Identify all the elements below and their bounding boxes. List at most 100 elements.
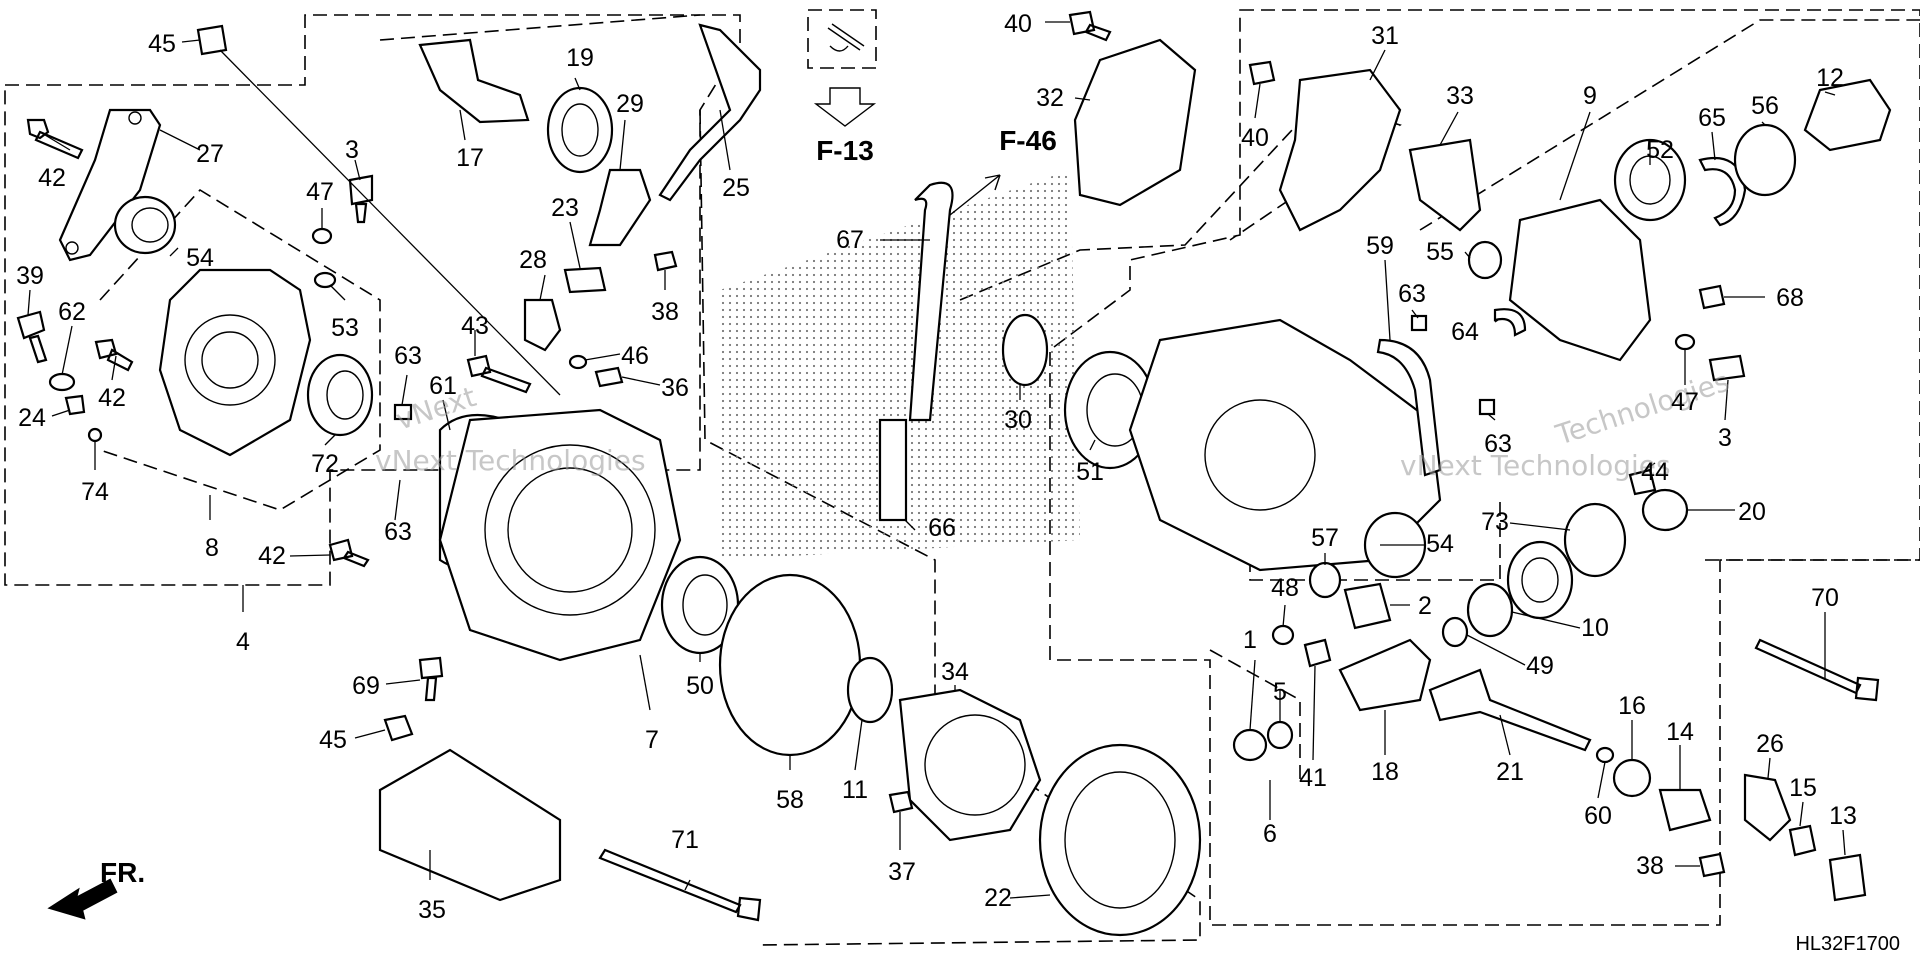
- f46-arrow: [949, 174, 1001, 216]
- spring-23: [563, 266, 607, 294]
- callout-61: 61: [429, 372, 457, 400]
- callout-42: 42: [258, 542, 286, 570]
- callout-13: 13: [1829, 802, 1857, 830]
- ball-74: [87, 427, 103, 443]
- collar-16: [1612, 758, 1652, 798]
- callout-9: 9: [1583, 82, 1597, 110]
- callout-42: 42: [98, 384, 126, 412]
- plate-33: [1408, 138, 1482, 232]
- callout-73: 73: [1481, 508, 1509, 536]
- breather-hose-67: [908, 181, 954, 422]
- spring-14: [1658, 788, 1712, 832]
- callout-52: 52: [1646, 136, 1674, 164]
- drain-bolt-39: [16, 310, 48, 364]
- circlip-64: [1493, 308, 1527, 337]
- gear-73: [1563, 502, 1627, 578]
- outline-right-case-group: [1049, 9, 1920, 926]
- callout-23: 23: [551, 194, 579, 222]
- callout-6: 6: [1263, 820, 1277, 848]
- callout-20: 20: [1738, 498, 1766, 526]
- callout-63: 63: [1398, 280, 1426, 308]
- washer-60: [1595, 746, 1615, 764]
- callout-71: 71: [671, 826, 699, 854]
- callout-36: 36: [661, 374, 689, 402]
- callout-4: 4: [236, 628, 250, 656]
- callout-39: 39: [16, 262, 44, 290]
- callout-72: 72: [311, 450, 339, 478]
- breather-dotted-area: [720, 170, 1080, 560]
- outline-pinion-group: [1209, 649, 1301, 780]
- bolt-42b: [94, 338, 134, 372]
- bolt-68: [1698, 284, 1726, 310]
- callout-38: 38: [1636, 852, 1664, 880]
- hose-joint-66: [878, 418, 908, 522]
- nut-45b: [383, 714, 414, 742]
- callout-47: 47: [306, 178, 334, 206]
- front-label: FR.: [100, 857, 145, 888]
- outline-upper-right-group: [1419, 19, 1920, 231]
- bolt-40a: [1068, 10, 1112, 42]
- callout-43: 43: [461, 312, 489, 340]
- washer-46: [568, 354, 588, 370]
- shift-fork-29: [588, 168, 652, 247]
- callout-47: 47: [1671, 388, 1699, 416]
- callout-53: 53: [331, 314, 359, 342]
- part-44: [1628, 468, 1657, 496]
- oil-seal-30: [1001, 313, 1049, 387]
- dowel-63a: [393, 403, 413, 421]
- washer-62: [48, 372, 76, 392]
- bolt-36: [594, 366, 624, 388]
- shift-rod-25: [658, 23, 762, 202]
- callout-57: 57: [1311, 524, 1339, 552]
- callout-37: 37: [888, 858, 916, 886]
- o-ring-5: [1266, 720, 1294, 750]
- collar-2: [1343, 582, 1392, 630]
- bolt-38b: [1698, 852, 1726, 878]
- callout-10: 10: [1581, 614, 1609, 642]
- callout-58: 58: [776, 786, 804, 814]
- callout-68: 68: [1776, 284, 1804, 312]
- oil-seal-56: [1733, 123, 1797, 197]
- washer-48: [1271, 624, 1295, 646]
- callout-48: 48: [1271, 574, 1299, 602]
- dowel-63d: [1478, 398, 1496, 416]
- callout-labels: 45 42 27 17 19 29 25 3 47 23 38 54 39 62…: [16, 10, 1857, 924]
- clip-detail: [827, 23, 865, 52]
- callout-70: 70: [1811, 584, 1839, 612]
- watermark-1: vNext Technologies: [375, 444, 646, 477]
- bracket-35: [378, 748, 562, 902]
- bolt-37: [888, 790, 914, 814]
- callout-30: 30: [1004, 406, 1032, 434]
- bolt-41: [1303, 638, 1332, 668]
- sensor-3a: [348, 174, 374, 224]
- callout-16: 16: [1618, 692, 1646, 720]
- sleeve-19: [546, 86, 614, 174]
- callout-5: 5: [1273, 678, 1287, 706]
- callout-65: 65: [1698, 104, 1726, 132]
- callout-56: 56: [1751, 92, 1779, 120]
- diagram-code: HL32F1700: [1795, 933, 1900, 955]
- lever-26: [1743, 773, 1792, 842]
- callout-62: 62: [58, 298, 86, 326]
- sensor-3b: [1708, 354, 1746, 382]
- oil-seal-55: [1467, 240, 1503, 280]
- front-arrow-icon: [47, 878, 118, 920]
- callout-45: 45: [148, 30, 176, 58]
- callout-45: 45: [319, 726, 347, 754]
- long-bolt-70: [1754, 638, 1880, 702]
- callout-15: 15: [1789, 774, 1817, 802]
- callout-21: 21: [1496, 758, 1524, 786]
- callout-8: 8: [205, 534, 219, 562]
- callout-51: 51: [1076, 458, 1104, 486]
- callout-3: 3: [345, 136, 359, 164]
- callout-59: 59: [1366, 232, 1394, 260]
- outline-shift-group: [379, 14, 701, 41]
- callout-3: 3: [1718, 424, 1732, 452]
- callout-35: 35: [418, 896, 446, 924]
- washer-47a: [311, 227, 333, 245]
- callout-60: 60: [1584, 802, 1612, 830]
- callout-69: 69: [352, 672, 380, 700]
- spring-24: [64, 394, 86, 416]
- o-ring-58: [718, 573, 862, 757]
- callout-25: 25: [722, 174, 750, 202]
